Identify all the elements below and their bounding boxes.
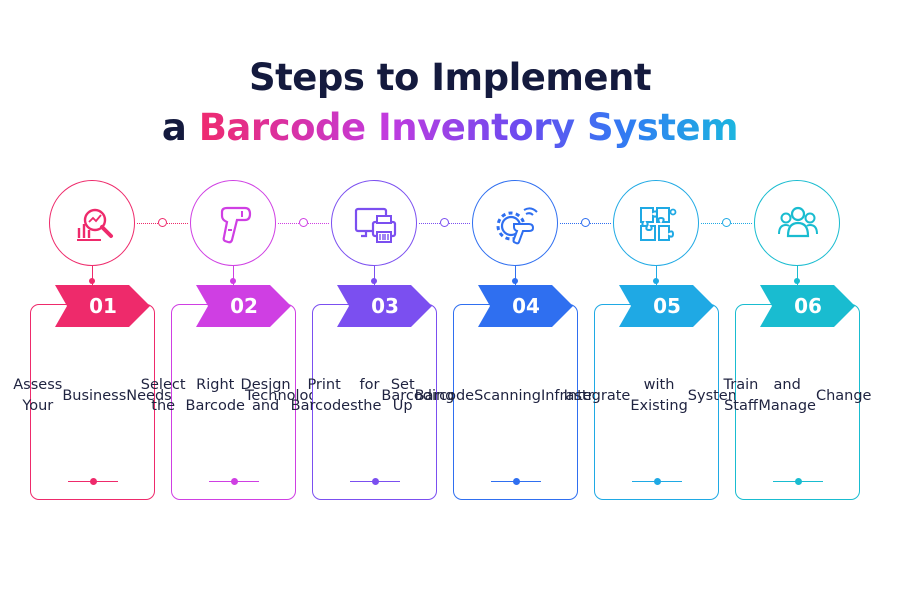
title-line-2-lead: a bbox=[161, 105, 187, 149]
chevron-shape bbox=[619, 285, 714, 327]
step-description-line: Barcoding bbox=[381, 387, 455, 404]
step-number-banner: 03 bbox=[337, 285, 437, 327]
step-description-line: Change bbox=[815, 387, 872, 404]
title-line-2: a Barcode Inventory System bbox=[0, 103, 900, 153]
step-number-banner: 01 bbox=[55, 285, 155, 327]
step-card-divider-dot bbox=[372, 478, 379, 485]
step-description-line: Train Staff bbox=[723, 377, 759, 414]
step-stem-dot bbox=[230, 278, 236, 284]
step-stem-dot bbox=[794, 278, 800, 284]
step-number-banner: 02 bbox=[196, 285, 296, 327]
step-card-divider-dot bbox=[90, 478, 97, 485]
computer-printer-icon bbox=[354, 207, 397, 243]
step-number: 01 bbox=[89, 294, 117, 318]
step-description-line: with Existing bbox=[630, 377, 688, 414]
step-stem bbox=[797, 266, 798, 286]
step-connector-dot bbox=[439, 218, 449, 227]
step-description-line: Print Barcodes bbox=[290, 377, 358, 414]
step-description-line: Assess Your bbox=[13, 377, 63, 414]
step-icon-circle bbox=[49, 180, 135, 266]
step-description-line: Needs bbox=[126, 387, 172, 404]
step-description-line: Barcode bbox=[414, 387, 475, 404]
step-description-line: Set Up bbox=[390, 377, 415, 414]
step-number: 04 bbox=[512, 294, 540, 318]
step-icon-circle bbox=[613, 180, 699, 266]
team-icon bbox=[778, 206, 818, 238]
puzzle-icon bbox=[640, 207, 677, 241]
step-description-line: Integrate bbox=[563, 387, 631, 404]
step-stem bbox=[92, 266, 93, 286]
step-icon-circle bbox=[331, 180, 417, 266]
step-connector-dot bbox=[721, 218, 731, 227]
step-icon-circle bbox=[190, 180, 276, 266]
step-icon-circle bbox=[754, 180, 840, 266]
barcode-scanner-icon bbox=[220, 206, 252, 244]
gear-scanner-icon bbox=[496, 207, 538, 245]
step-card-divider-dot bbox=[654, 478, 661, 485]
magnifier-chart-icon bbox=[77, 208, 113, 241]
step-number-banner: 04 bbox=[478, 285, 578, 327]
step-number-banner: 06 bbox=[760, 285, 860, 327]
chevron-shape bbox=[760, 285, 855, 327]
step-stem-dot bbox=[89, 278, 95, 284]
step-description-line: Design and bbox=[240, 377, 291, 414]
step-stem-dot bbox=[653, 278, 659, 284]
chevron-shape bbox=[478, 285, 573, 327]
step-description-line: Right Barcode bbox=[185, 377, 245, 414]
step-stem-dot bbox=[512, 278, 518, 284]
chevron-shape bbox=[196, 285, 291, 327]
step-connector-dot bbox=[580, 218, 590, 227]
step-description-line: Business bbox=[62, 387, 127, 404]
step-number: 05 bbox=[653, 294, 681, 318]
chevron-shape bbox=[337, 285, 432, 327]
step-stem-dot bbox=[371, 278, 377, 284]
step-description-line: and Manage bbox=[758, 377, 816, 414]
step-icon-circle bbox=[472, 180, 558, 266]
step-stem bbox=[515, 266, 516, 286]
step-card-divider-dot bbox=[231, 478, 238, 485]
step-connector-dot bbox=[298, 218, 308, 227]
step-description-line: Scanning bbox=[474, 387, 541, 404]
step-number-banner: 05 bbox=[619, 285, 719, 327]
step-stem bbox=[374, 266, 375, 286]
step-connector-dot bbox=[157, 218, 167, 227]
step-description-line: Select the bbox=[140, 377, 186, 414]
title-line-2-highlight: Barcode Inventory System bbox=[198, 105, 739, 149]
page-title: Steps to Implement a Barcode Inventory S… bbox=[0, 53, 900, 153]
step-stem bbox=[656, 266, 657, 286]
title-line-1: Steps to Implement bbox=[248, 55, 652, 99]
chevron-shape bbox=[55, 285, 150, 327]
step-description-line: Technology bbox=[244, 387, 327, 404]
step-number: 02 bbox=[230, 294, 258, 318]
step-stem bbox=[233, 266, 234, 286]
step-card-divider-dot bbox=[513, 478, 520, 485]
step-description-line: Systems bbox=[687, 387, 750, 404]
step-number: 06 bbox=[794, 294, 822, 318]
step-number: 03 bbox=[371, 294, 399, 318]
step-card-divider-dot bbox=[795, 478, 802, 485]
step-description-line: for the bbox=[357, 377, 382, 414]
